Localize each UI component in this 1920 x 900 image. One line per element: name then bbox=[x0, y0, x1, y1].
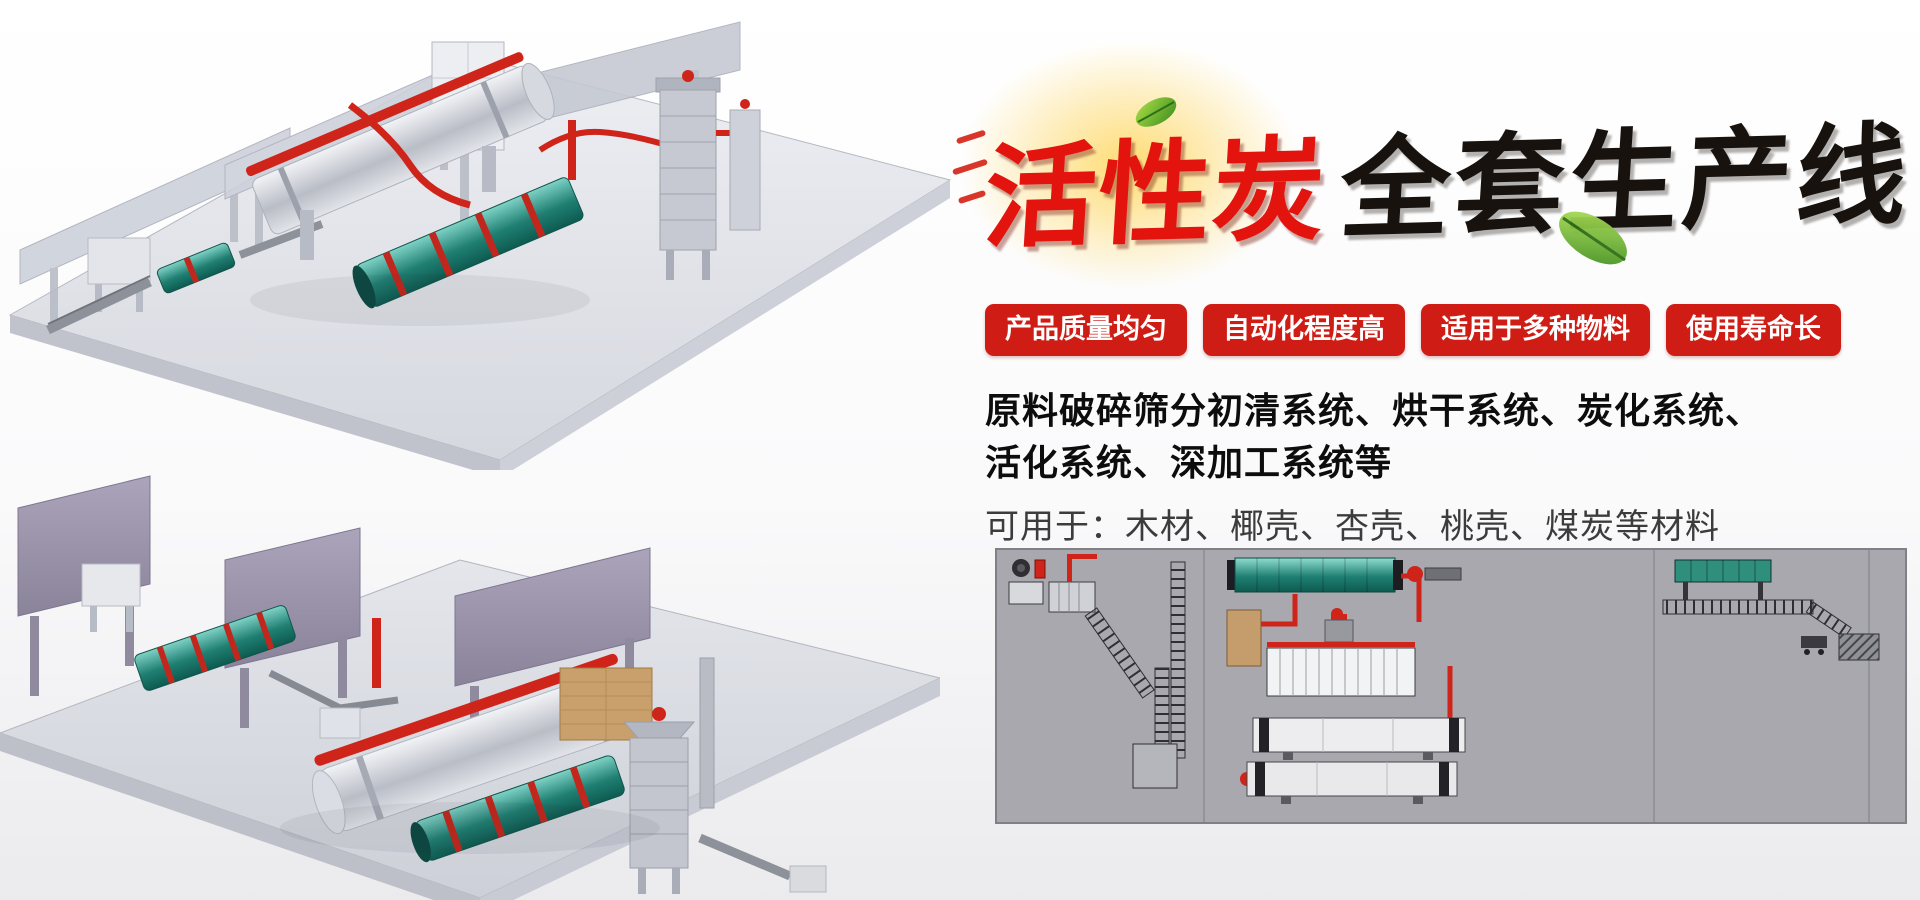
dryer-stand bbox=[482, 146, 496, 192]
feature-badge-lifespan: 使用寿命长 bbox=[1666, 304, 1841, 357]
red-piping bbox=[347, 102, 671, 209]
discharge-elevator bbox=[1154, 667, 1170, 745]
banner-text-column: 活性炭全套生产线 产品质量均匀 自动化程度高 适用于多种物料 使用寿命长 原料破… bbox=[981, 96, 1915, 548]
feed-hopper bbox=[81, 563, 141, 632]
dryer-stand bbox=[300, 210, 314, 260]
red-pipe bbox=[372, 618, 381, 688]
feature-badge-materials: 适用于多种物料 bbox=[1421, 304, 1650, 357]
infeed-conveyor bbox=[46, 275, 152, 335]
description-line-3: 可用于：木材、椰壳、杏壳、桃壳、煤炭等材料 bbox=[985, 506, 1720, 547]
production-line-schematic bbox=[995, 548, 1907, 824]
carbonization-drum bbox=[352, 177, 584, 309]
feeding-cleaning-unit bbox=[1008, 554, 1097, 613]
carbonization-cylinder bbox=[1252, 717, 1466, 760]
bottom-render-graphic bbox=[0, 475, 940, 900]
description-block: 原料破碎筛分初清系统、烘干系统、炭化系统、 活化系统、深加工系统等 可用于：木材… bbox=[985, 386, 1915, 547]
packing-section bbox=[1662, 559, 1880, 661]
description-line-1: 原料破碎筛分初清系统、烘干系统、炭化系统、 bbox=[985, 391, 1763, 433]
feature-badge-automation: 自动化程度高 bbox=[1203, 304, 1405, 357]
cooler-unit bbox=[1324, 614, 1354, 643]
activation-cylinder bbox=[1240, 761, 1458, 804]
crusher-drum bbox=[156, 242, 236, 294]
top-production-line-render bbox=[0, 0, 960, 470]
shadow bbox=[250, 274, 590, 326]
activation-furnace bbox=[655, 70, 761, 280]
shadow bbox=[280, 802, 660, 854]
description-line-2: 活化系统、深加工系统等 bbox=[985, 442, 1393, 484]
discharge-bin bbox=[789, 865, 827, 893]
feature-badge-quality: 产品质量均匀 bbox=[985, 304, 1187, 357]
feature-badges: 产品质量均匀 自动化程度高 适用于多种物料 使用寿命长 bbox=[985, 304, 1915, 357]
feed-hopper bbox=[87, 237, 151, 312]
surge-hopper bbox=[319, 707, 361, 739]
screening-drum bbox=[134, 605, 296, 691]
outfeed-conveyor bbox=[698, 833, 792, 881]
page-title: 活性炭全套生产线 bbox=[980, 84, 1917, 270]
cooling-drum bbox=[410, 755, 625, 863]
control-box bbox=[1132, 743, 1178, 789]
top-render-graphic bbox=[8, 21, 952, 470]
inclined-conveyor bbox=[1084, 607, 1155, 699]
bottom-production-line-render bbox=[0, 468, 940, 900]
heat-exchanger bbox=[1266, 642, 1416, 697]
hot-air-furnace bbox=[1226, 609, 1262, 667]
title-accent: 活性炭 bbox=[980, 125, 1331, 265]
title-rest: 全套生产线 bbox=[1336, 110, 1915, 254]
activation-furnace bbox=[622, 657, 715, 894]
bucket-elevator bbox=[1170, 561, 1186, 759]
schematic-panel bbox=[995, 548, 1907, 824]
